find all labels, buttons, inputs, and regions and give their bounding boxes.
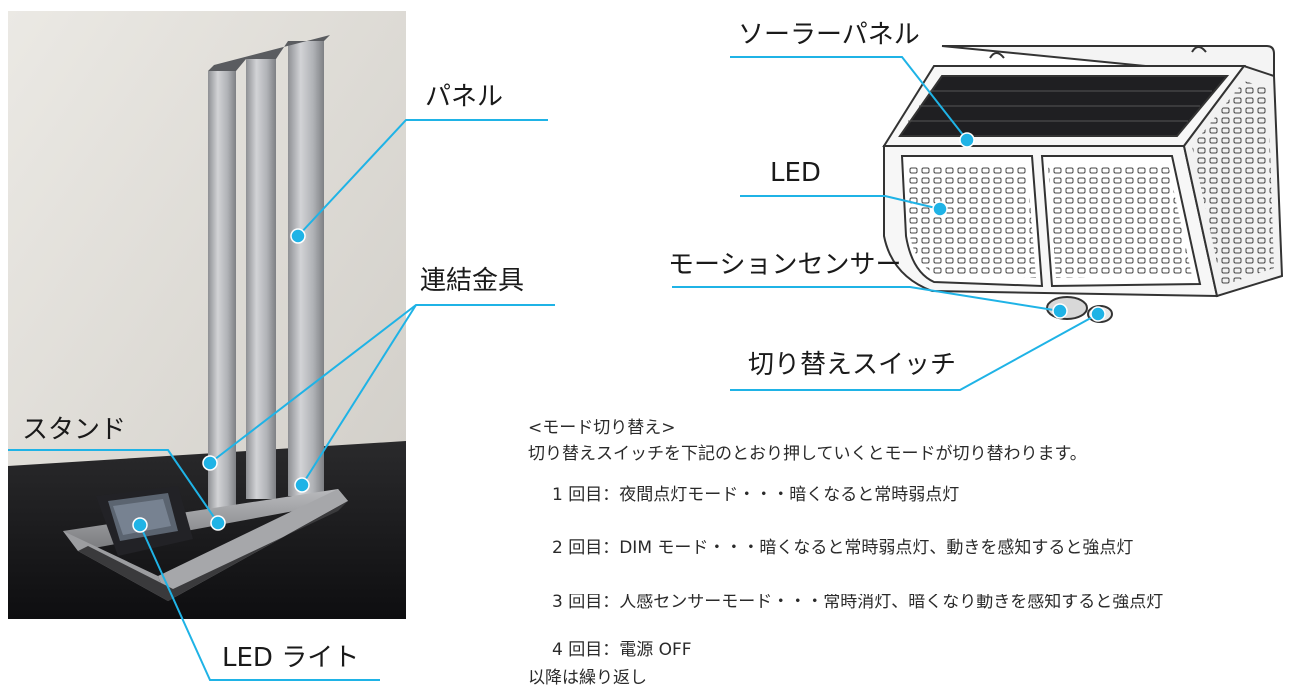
product-photo [8, 11, 406, 619]
panel-dot [290, 228, 306, 244]
connector-dot-2 [294, 477, 310, 493]
label-led-light: LED ライト [222, 643, 360, 673]
mode-intro: 切り替えスイッチを下記のとおり押していくとモードが切り替わります。 [528, 444, 1087, 464]
label-led: LED [770, 158, 821, 188]
solar-panel-dot [959, 132, 975, 148]
mode-footer: 以降は繰り返し [528, 668, 647, 688]
switch-dot [1090, 306, 1106, 322]
connector-dot-1 [202, 455, 218, 471]
label-stand: スタンド [22, 415, 127, 445]
motion-sensor-dot [1052, 303, 1068, 319]
mode-item-3: 3 回目：人感センサーモード・・・常時消灯、暗くなり動きを感知すると強点灯 [552, 594, 1164, 611]
mode-heading: <モード切り替え> [528, 418, 676, 438]
led-dot [932, 201, 948, 217]
label-solar-panel: ソーラーパネル [738, 20, 920, 50]
stand-photo-illustration [8, 11, 406, 619]
label-switch: 切り替えスイッチ [748, 350, 957, 380]
stand-dot [210, 515, 226, 531]
mode-item-1: 1 回目：夜間点灯モード・・・暗くなると常時弱点灯 [552, 485, 960, 505]
solar-led-light-drawing [882, 45, 1284, 323]
label-motion-sensor: モーションセンサー [668, 250, 902, 280]
mode-item-2: 2 回目：DIM モード・・・暗くなると常時弱点灯、動きを感知すると強点灯 [552, 538, 1134, 558]
label-connector: 連結金具 [420, 266, 525, 296]
label-panel: パネル [425, 82, 504, 112]
led-device-diagram [872, 36, 1290, 336]
mode-item-4: 4 回目：電源 OFF [552, 640, 692, 660]
led-light-dot [132, 517, 148, 533]
